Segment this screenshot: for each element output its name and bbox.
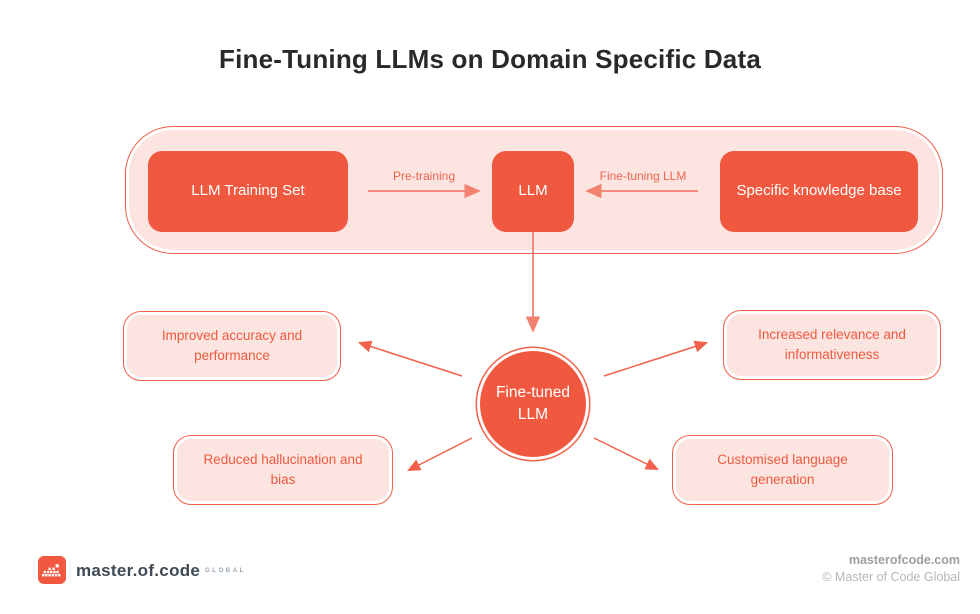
fine-tuned-llm-node: Fine-tuned LLM [480, 351, 586, 457]
brand-suffix: GLOBAL [205, 568, 246, 574]
pixel-crown-icon [42, 563, 61, 576]
llm-training-set-label: LLM Training Set [191, 182, 305, 200]
outcome-label: Improved accuracy and performance [161, 328, 303, 363]
copyright-text: © Master of Code Global [822, 570, 960, 584]
page-title: Fine-Tuning LLMs on Domain Specific Data [219, 44, 761, 74]
outcome-customised-language: Customised language generation [672, 435, 893, 505]
outcome-label: Customised language generation [717, 452, 848, 487]
pretraining-arrow-label: Pre-training [392, 169, 456, 183]
arrow-to-reduced-hallucination [406, 437, 473, 472]
outcome-label: Increased relevance and informativeness [758, 327, 906, 362]
brand-wordmark: master.of.code [76, 561, 201, 580]
outcome-reduced-hallucination: Reduced hallucination and bias [173, 435, 393, 505]
llm-training-set-node: LLM Training Set [148, 151, 348, 232]
arrow-to-increased-relevance [603, 340, 709, 377]
fine-tuned-llm-label: Fine-tuned LLM [495, 383, 571, 423]
llm-node: LLM [492, 151, 574, 232]
outcome-label: Reduced hallucination and bias [203, 452, 363, 487]
arrow-to-improved-accuracy [357, 340, 463, 377]
outcome-improved-accuracy: Improved accuracy and performance [123, 311, 341, 381]
knowledge-base-node: Specific knowledge base [720, 151, 918, 232]
llm-label: LLM [518, 182, 548, 200]
knowledge-base-label: Specific knowledge base [736, 182, 902, 200]
website-text: masterofcode.com [848, 553, 960, 567]
arrow-to-customised-language [593, 437, 660, 470]
master-of-code-logo-icon [38, 556, 66, 584]
outcome-increased-relevance: Increased relevance and informativeness [723, 310, 941, 380]
finetuning-arrow-label: Fine-tuning LLM [599, 169, 687, 183]
footer-credits: masterofcode.com © Master of Code Global [822, 553, 960, 584]
